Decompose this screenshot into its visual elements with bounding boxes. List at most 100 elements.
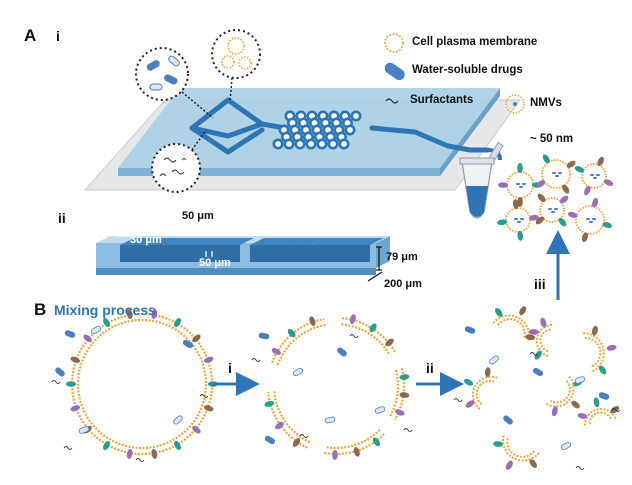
encapsulated-drug [514,218,518,220]
membrane-fragment [393,368,406,421]
membrane-protein [602,222,613,229]
nmv-particle [581,163,607,189]
membrane-protein [369,323,377,333]
membrane-fragment [276,323,326,366]
drug-molecule [374,406,386,414]
ridge-top [180,238,224,245]
drug-molecule [324,416,336,424]
surfactant-molecule [453,398,463,402]
membrane-protein [598,365,607,375]
membrane-piece [502,433,540,462]
membrane-protein [584,185,591,196]
membrane-protein [292,438,301,447]
legend-surfactant-icon [385,98,399,104]
surfactant-molecule [63,446,73,450]
membrane-protein [174,440,181,451]
panel-a-sub-ii: ii [58,210,66,226]
membrane-protein [309,316,316,326]
ridge-face [340,245,370,262]
surfactant-molecule [403,428,413,432]
ridge-face [150,245,180,262]
legend-surfactant-label: Surfactants [410,94,474,106]
membrane-protein [505,460,513,470]
drug-molecule [264,435,276,445]
dim-depth: 200 μm [384,278,422,290]
membrane-fragment [273,391,311,444]
membrane-protein [349,314,356,324]
large-vesicle [66,309,218,459]
ridge-top [310,238,354,245]
panel-a-label: A [24,26,37,45]
encapsulated-drug [548,208,552,210]
membrane-protein [495,308,503,317]
membrane-protein [535,216,545,225]
surfactant-molecule [135,458,145,462]
legend-membrane-icon [384,33,404,53]
ridge-top [280,238,324,245]
legend-drug-label: Water-soluble drugs [412,64,523,76]
encapsulated-drug [516,183,520,185]
membrane-protein [463,378,474,386]
membrane-protein [275,421,284,430]
drug-molecule [258,332,270,340]
membrane-protein [271,348,281,355]
drug-molecule [90,325,102,335]
legend-nmv-icon [505,94,525,114]
membrane-piece [506,436,535,458]
ridge-top [340,238,384,245]
encapsulated-drug [589,221,593,223]
collection-tube [459,141,504,219]
membrane-protein [498,182,508,188]
ridge-top [210,238,254,245]
membrane-piece [584,336,602,368]
fragmenting-membrane [264,314,410,460]
membrane-protein [203,356,214,363]
membrane-protein [151,448,158,459]
membrane-protein [558,217,567,227]
magnifier-membranes [211,29,261,103]
drug-molecule [173,415,183,425]
membrane-protein [581,232,588,243]
ridge-face [250,245,280,262]
membrane-protein [566,160,576,168]
magnifier-drugs [135,47,214,119]
membrane-protein [537,193,546,203]
mixing-chamber [350,110,362,122]
membrane-protein [534,350,542,360]
drug-molecule [532,367,544,377]
membrane-fragment [271,317,325,364]
drug-molecule [182,339,194,349]
surfactant-molecule [575,466,585,470]
membrane-protein [559,195,569,204]
mixing-chamber [338,138,350,150]
encapsulated-drug [558,172,562,174]
dim-gap-top: 50 μm [182,210,214,222]
membrane-protein [529,459,537,468]
membrane-protein [606,344,617,351]
membrane-piece [535,323,554,357]
membrane-protein [203,405,214,412]
drug-molecule [489,355,499,365]
membrane-protein [372,437,381,447]
encapsulated-drug [586,218,590,220]
drug-molecule [78,426,90,434]
dim-gap-bottom: 50 μm [199,257,231,269]
mixing-chamber [344,124,356,136]
membrane-protein [574,166,585,173]
encapsulated-drug [522,183,526,185]
membrane-fragment [388,369,400,418]
nmv-size-label: ~ 50 nm [530,133,574,145]
membrane-piece [588,411,612,424]
membrane-protein [519,306,527,316]
membrane-protein [571,400,580,409]
membrane-protein [536,180,546,188]
membrane-protein [512,199,519,210]
mixing-chamber [283,138,295,150]
membrane-protein [399,374,410,380]
step-label-i: i [228,360,232,376]
vesicle-inner-leaflet [76,318,208,450]
mixing-chamber [272,138,284,150]
membrane-protein [174,317,181,328]
ridge-face [280,245,310,262]
